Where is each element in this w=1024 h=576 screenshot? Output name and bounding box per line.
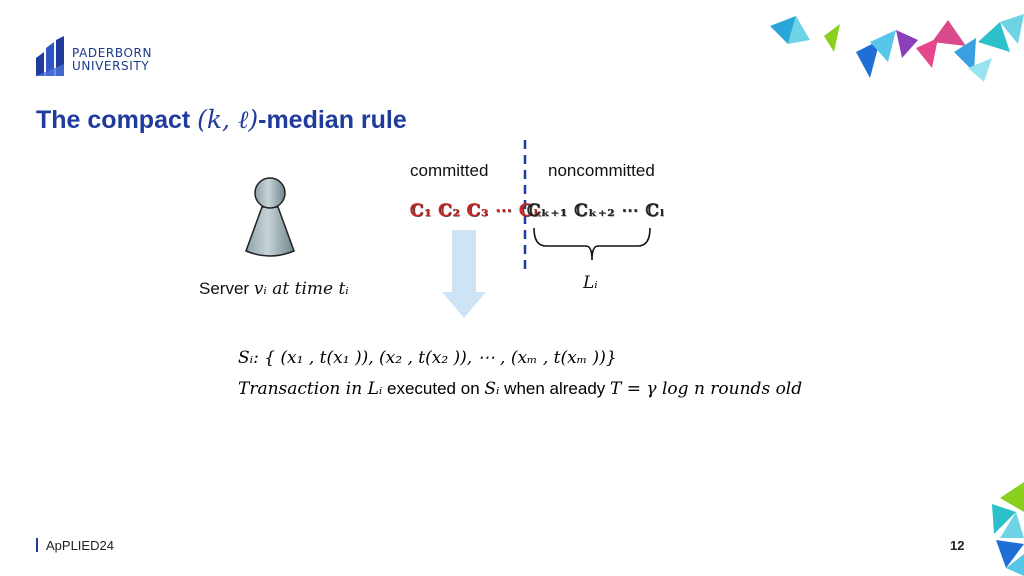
noncommitted-label: noncommitted [548,161,655,180]
formula-executed: executed on [382,379,485,398]
pawn-icon [245,177,295,257]
formula-s-var: Sᵢ [238,348,254,368]
divider-line [523,140,527,272]
formula-line-1: Sᵢ: { (x₁ , t(x₁ )), (x₂ , t(x₂ )), ⋯ , … [238,348,617,368]
formula-s-var-2: Sᵢ [484,379,500,399]
down-arrow-icon [442,230,486,318]
title-suffix: -median rule [258,106,407,134]
logo-text: PADERBORN UNIVERSITY [72,47,152,73]
server-label: Server vᵢ at time tᵢ [199,279,349,299]
title-prefix: The compact [36,106,198,134]
footer-label: ApPLIED24 [46,538,114,553]
committed-label: committed [410,161,489,180]
logo-line1: PADERBORN [72,46,153,60]
brace-icon [533,227,651,261]
committed-sequence: ℂ₁ ℂ₂ ℂ₃ ⋯ ℂₖ [410,201,543,221]
formula-transaction: Transaction in Lᵢ [238,379,383,399]
triangle-decoration-icon [992,482,1024,576]
server-math: vᵢ at time tᵢ [253,279,349,299]
formula-line-2: Transaction in Lᵢ executed on Sᵢ when al… [238,379,802,399]
footer-bar [36,538,38,552]
noncommitted-sequence: ℂₖ₊₁ ℂₖ₊₂ ⋯ ℂₗ [527,201,665,221]
server-word: Server [199,279,250,298]
page-number: 12 [950,538,965,553]
brace-label: Lᵢ [583,273,598,293]
page-title: The compact (k, ℓ)-median rule [36,105,407,135]
university-logo-icon [36,36,64,76]
logo-line2: UNIVERSITY [72,59,150,73]
formula-rounds: T = γ log n rounds old [610,379,803,399]
formula-set: : { (x₁ , t(x₁ )), (x₂ , t(x₂ )), ⋯ , (x… [253,348,617,368]
formula-when: when already [499,379,611,398]
triangle-decoration-icon [770,14,1024,82]
title-math: (k, ℓ) [197,105,259,134]
